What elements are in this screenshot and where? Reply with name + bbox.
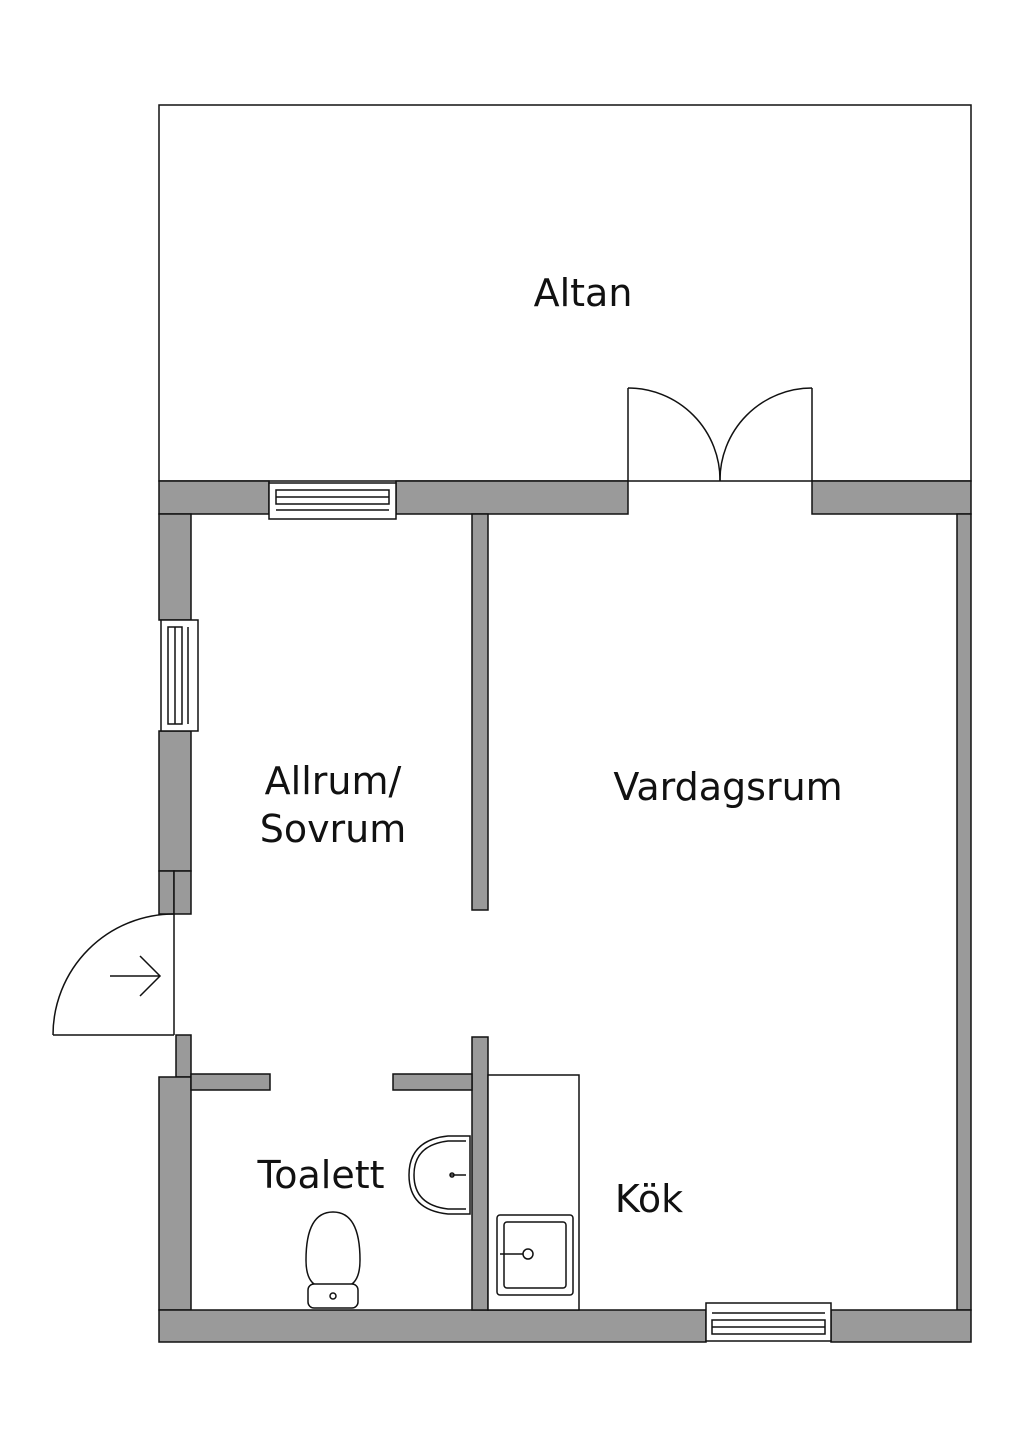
window-left [160, 619, 199, 732]
entrance-door [52, 913, 175, 1036]
window-top [268, 482, 397, 520]
room-label-allrum-line2: Sovrum [260, 807, 407, 851]
window-bottom [705, 1302, 832, 1342]
room-label-toalett: Toalett [256, 1153, 384, 1197]
toilet-icon [305, 1211, 361, 1309]
interior-walls [190, 513, 489, 1311]
kitchen-sink-icon [496, 1214, 574, 1296]
room-label-allrum-line1: Allrum/ [265, 759, 402, 803]
terrace-double-door [627, 387, 813, 482]
room-label-kok: Kök [615, 1177, 683, 1221]
room-label-vardagsrum: Vardagsrum [613, 765, 842, 809]
room-label-altan: Altan [534, 271, 633, 315]
entrance-arrow-icon [110, 955, 162, 997]
outer-walls [158, 480, 972, 1343]
washbasin-icon [408, 1135, 471, 1215]
kitchen-counter [487, 1074, 580, 1311]
